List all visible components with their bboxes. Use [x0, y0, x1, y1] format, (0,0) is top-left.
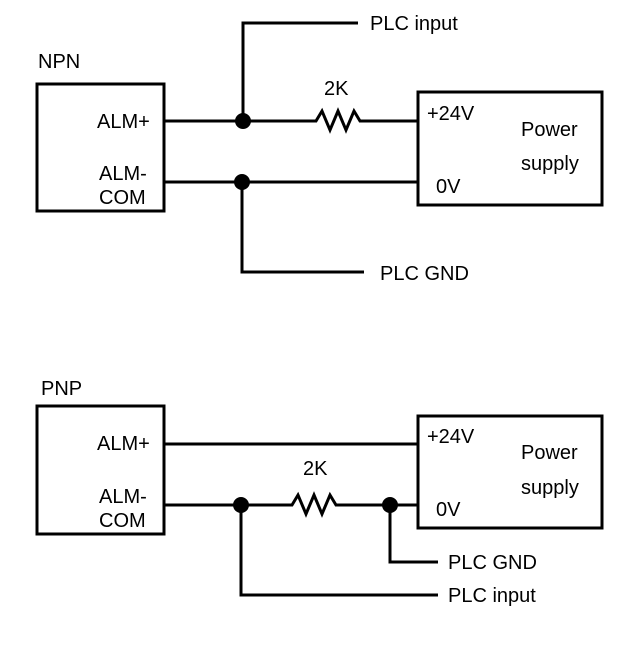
pnp-power-supply-box [416, 414, 604, 530]
npn-com-label: COM [99, 187, 146, 209]
npn-supply-zero-label: 0V [436, 176, 461, 198]
npn-junction-top [235, 113, 251, 129]
npn-title: NPN [38, 51, 80, 73]
pnp-device-box [35, 404, 166, 536]
npn-junction-bottom [234, 174, 250, 190]
npn-plc-gnd-wire [240, 182, 364, 274]
npn-plc-gnd-label: PLC GND [380, 263, 469, 285]
pnp-alm-minus-label: ALM- [99, 486, 147, 508]
pnp-plc-gnd-label: PLC GND [448, 552, 537, 574]
pnp-resistor-label: 2K [303, 458, 328, 480]
npn-device-box [35, 82, 166, 213]
pnp-junction-left [233, 497, 249, 513]
pnp-alm-com-wire [164, 491, 418, 518]
npn-alm-plus-wire [164, 107, 418, 134]
pnp-plc-input-wire [239, 505, 438, 597]
pnp-supply-pos-label: +24V [427, 426, 475, 448]
pnp-title: PNP [41, 378, 82, 400]
npn-alm-plus-label: ALM+ [97, 111, 150, 133]
pnp-plc-gnd-wire [388, 505, 438, 564]
pnp-junction-right [382, 497, 398, 513]
npn-alm-minus-label: ALM- [99, 163, 147, 185]
npn-supply-label-supply: supply [521, 153, 579, 175]
pnp-plc-input-label: PLC input [448, 585, 536, 607]
npn-supply-pos-label: +24V [427, 103, 475, 125]
npn-plc-input-label: PLC input [370, 13, 458, 35]
pnp-circuit: PNP ALM+ ALM- COM +24V 0V Power supply 2… [35, 378, 604, 607]
pnp-com-label: COM [99, 510, 146, 532]
pnp-supply-label-power: Power [521, 442, 578, 464]
npn-resistor-label: 2K [324, 78, 349, 100]
pnp-alm-plus-label: ALM+ [97, 433, 150, 455]
pnp-supply-label-supply: supply [521, 477, 579, 499]
npn-circuit: NPN ALM+ ALM- COM +24V 0V Power supply 2… [35, 13, 604, 285]
npn-supply-label-power: Power [521, 119, 578, 141]
npn-plc-input-wire [241, 21, 358, 121]
npn-power-supply-box [416, 90, 604, 207]
pnp-supply-zero-label: 0V [436, 499, 461, 521]
